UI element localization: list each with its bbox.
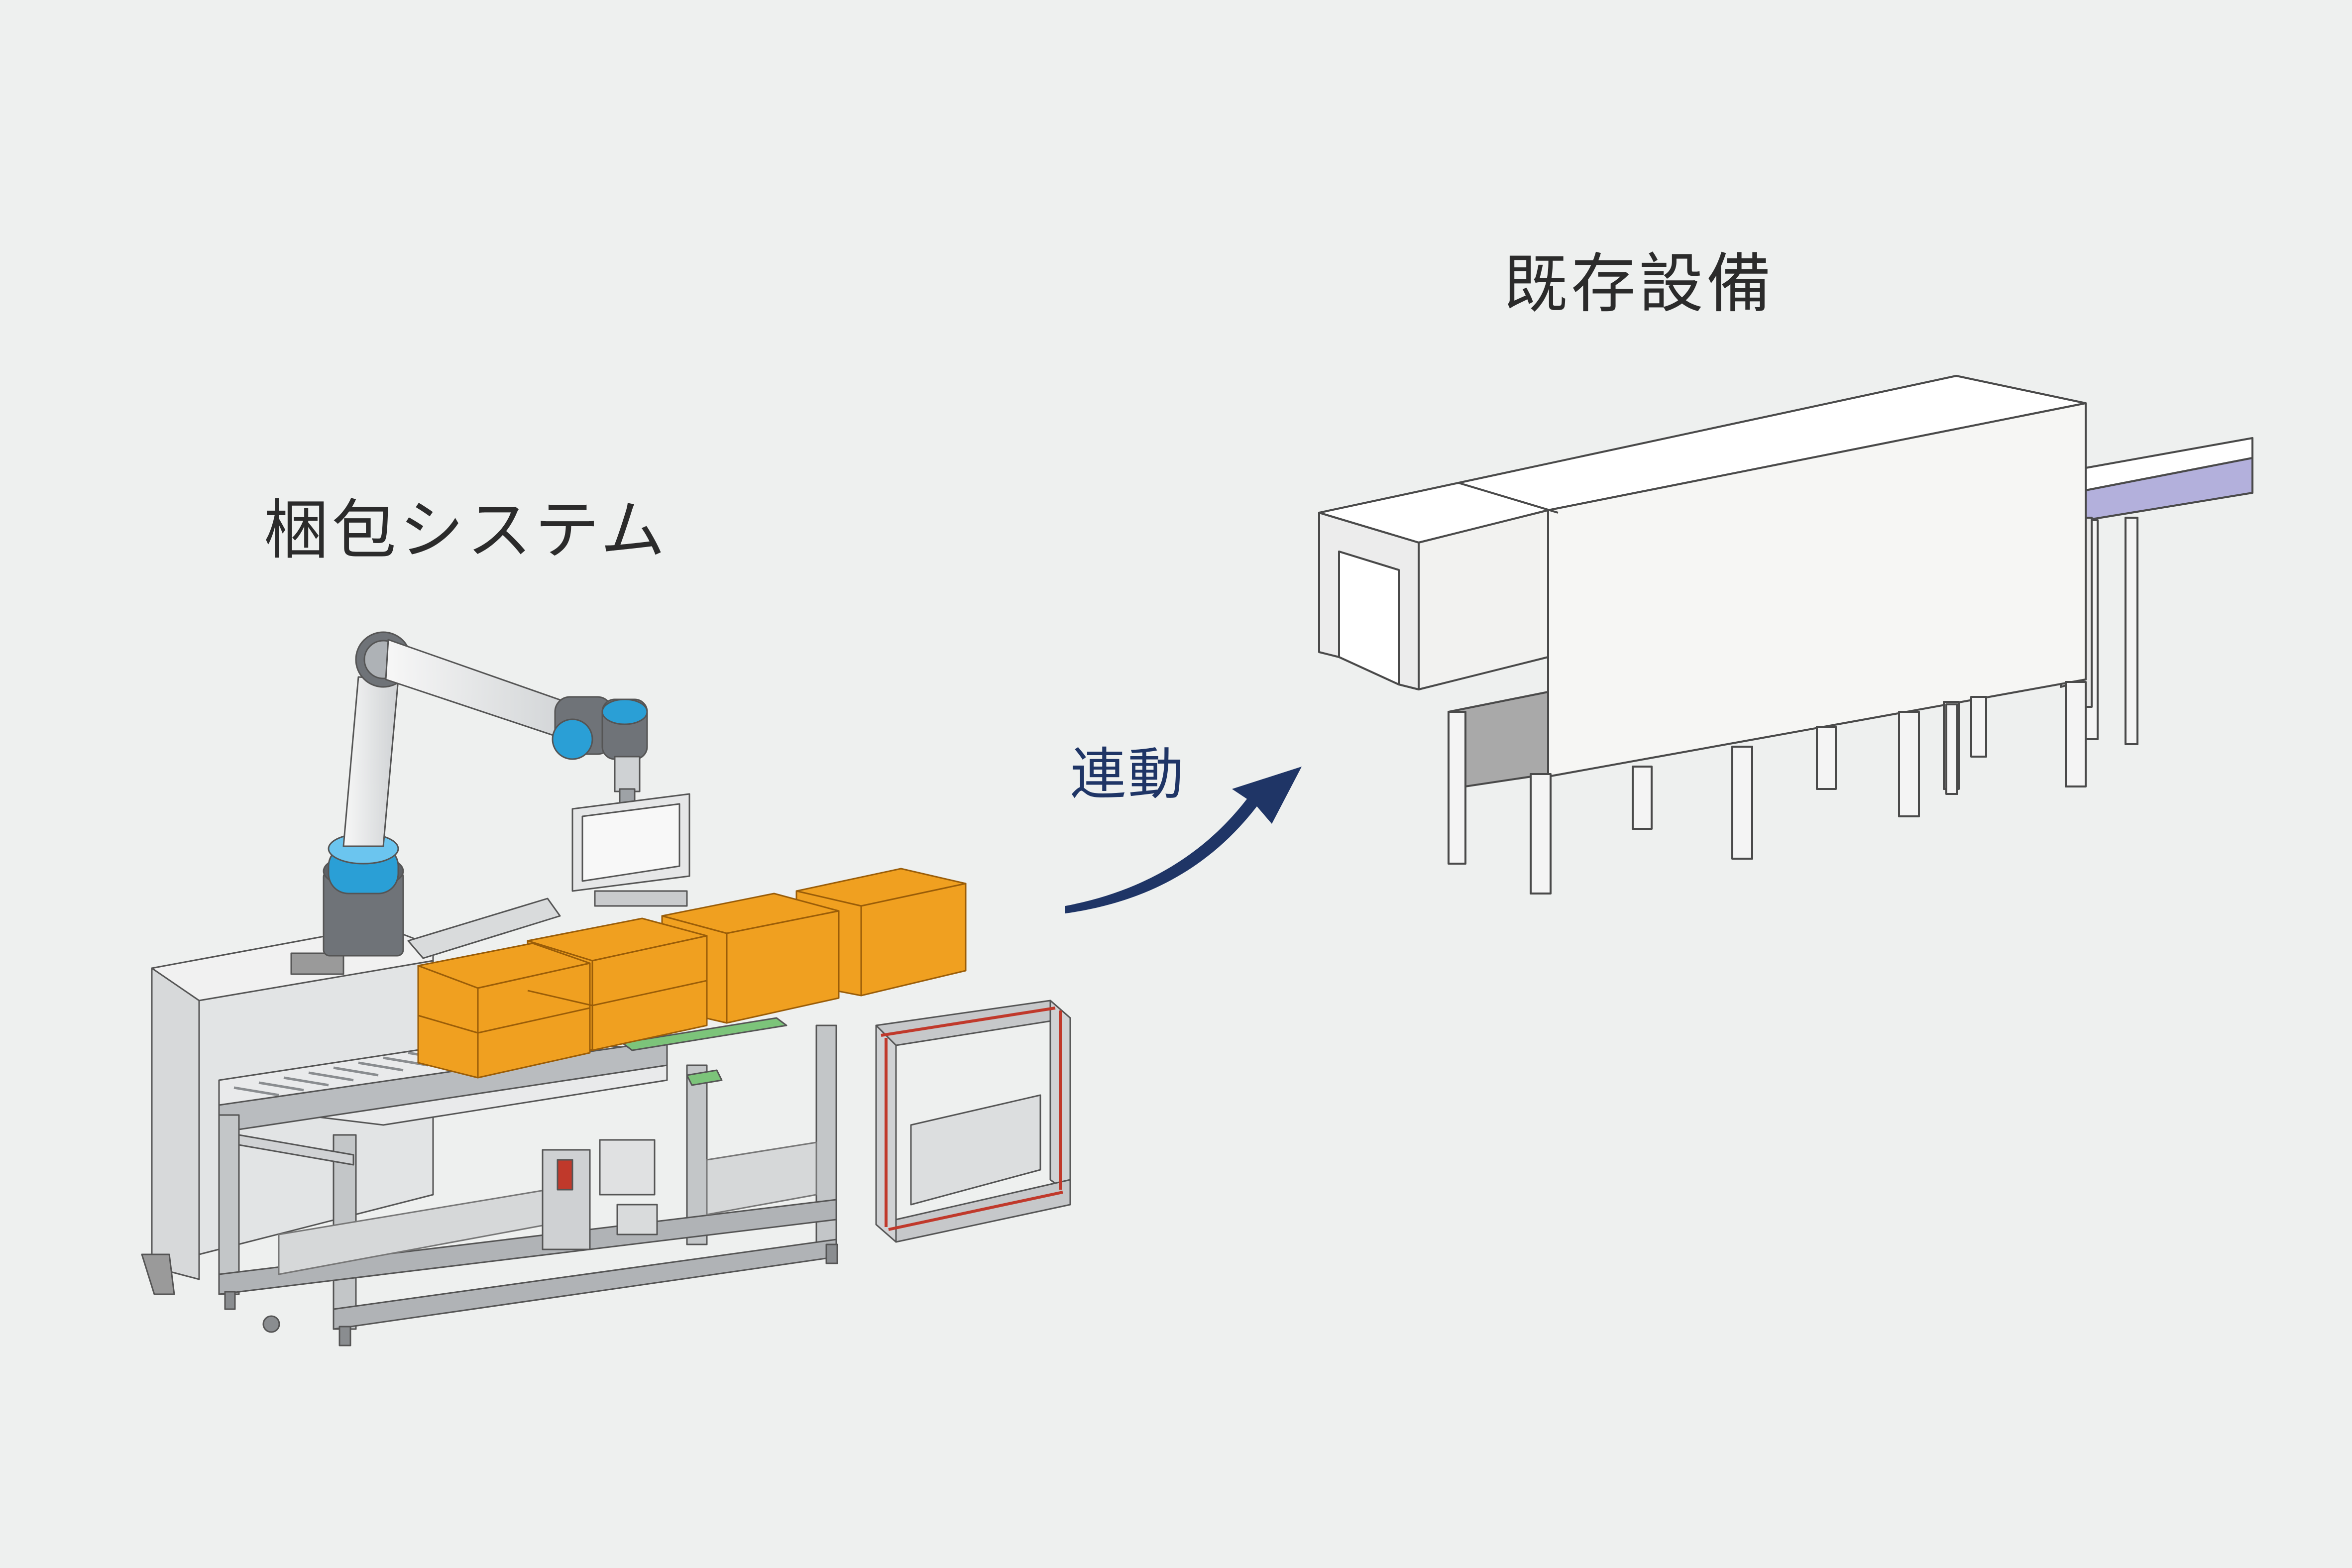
existing-equipment bbox=[1318, 375, 2253, 895]
packing-system bbox=[141, 631, 1071, 1346]
gripper-frame bbox=[407, 793, 690, 959]
existing-conveyor bbox=[2081, 437, 2253, 745]
link-arrow-icon bbox=[1065, 767, 1302, 913]
robot-arm-icon bbox=[323, 631, 648, 957]
existing-equipment-label: 既存設備 bbox=[1503, 246, 1775, 322]
lower-grills bbox=[278, 1141, 817, 1275]
transfer-plates bbox=[621, 1017, 787, 1086]
output-frame bbox=[875, 1000, 1071, 1243]
link-label: 連動 bbox=[1070, 742, 1186, 807]
existing-legs bbox=[1448, 681, 2087, 895]
cardboard-boxes bbox=[417, 868, 967, 1079]
packing-system-label: 梱包システム bbox=[264, 492, 669, 568]
